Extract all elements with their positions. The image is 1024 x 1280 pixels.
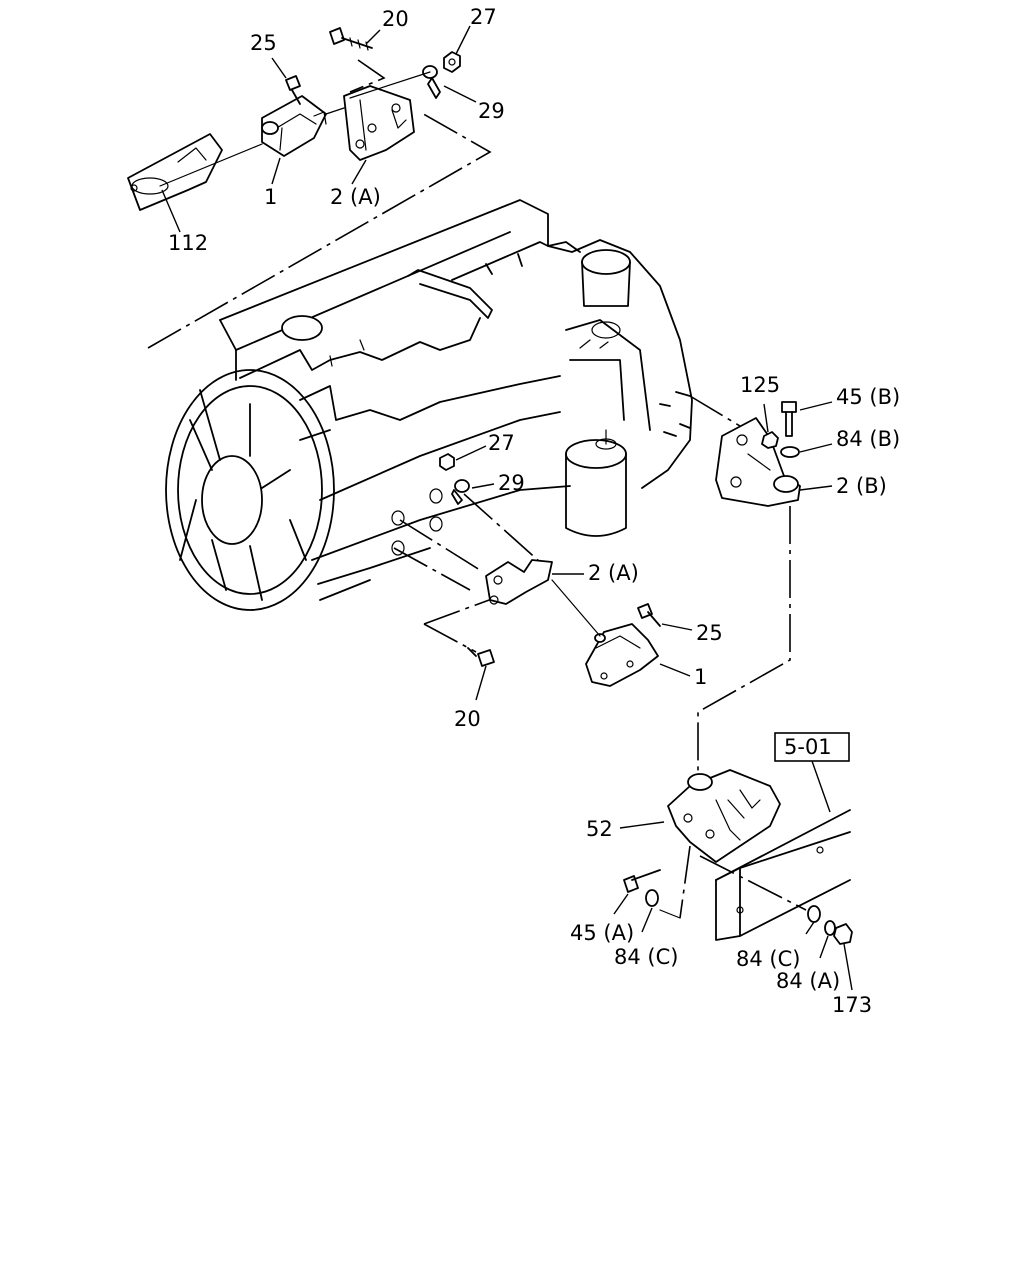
bolt-25-top [285, 75, 301, 105]
mount-axis-line-d [423, 595, 501, 653]
label-52: 52 [586, 817, 613, 841]
rear-mount-2b-group [689, 395, 801, 780]
label-1-top: 1 [264, 185, 277, 209]
label-27-top: 27 [470, 5, 497, 29]
engine-illustration [165, 199, 693, 611]
label-84a: 84 (A) [776, 969, 840, 993]
nut-27-mid [439, 453, 455, 471]
label-20-mid: 20 [454, 707, 481, 731]
label-29-mid: 29 [498, 471, 525, 495]
label-2a-mid: 2 (A) [588, 561, 639, 585]
label-84b: 84 (B) [836, 427, 900, 451]
bracket-2a-top [343, 85, 415, 161]
ref-box-5-01 [774, 732, 850, 762]
bolt-20-top-axis [349, 59, 386, 93]
clip-29-mid [451, 479, 470, 505]
label-2a-top: 2 (A) [330, 185, 381, 209]
housing-bolts [659, 391, 691, 437]
label-125: 125 [740, 373, 780, 397]
nut-27-top [443, 51, 461, 73]
mount-axis-line-c [463, 493, 541, 563]
label-27-mid: 27 [488, 431, 515, 455]
washer-84c-left [645, 889, 659, 907]
frame-bracket-112 [127, 133, 223, 211]
label-2b: 2 (B) [836, 474, 887, 498]
front-mount-detail-group [127, 27, 492, 349]
bolt-20-top [329, 27, 373, 51]
rear-mount-to-chassis-line [697, 506, 791, 780]
label-25-top: 25 [250, 31, 277, 55]
label-84c-right: 84 (C) [736, 947, 800, 971]
label-173: 173 [832, 993, 872, 1017]
label-20-top: 20 [382, 7, 409, 31]
bolt-45a [623, 869, 661, 893]
nut-173 [833, 923, 853, 945]
frame-rail [715, 809, 851, 941]
bracket-2a-mid [485, 559, 553, 605]
label-5-01: 5-01 [784, 735, 832, 759]
front-mount-boundary-line [147, 111, 492, 349]
label-25-mid: 25 [696, 621, 723, 645]
label-45b: 45 (B) [836, 385, 900, 409]
rear-mount-axis-line [689, 395, 741, 427]
label-84c-left: 84 (C) [614, 945, 678, 969]
bolt-45b [781, 401, 797, 437]
label-112: 112 [168, 231, 208, 255]
mount-axis-line-b [393, 547, 471, 591]
nut-125 [761, 431, 779, 449]
bolt-20-mid [467, 647, 495, 667]
part-labels: 20 27 25 29 1 2 (A) 112 125 45 (B) 84 (B… [168, 5, 900, 1017]
clip-29-top [422, 65, 441, 99]
mount-bolt-axis-left [679, 845, 691, 919]
mount-axis-line-a [399, 519, 481, 571]
bolt-25-mid [637, 603, 661, 627]
insulator-1-mid [585, 623, 659, 687]
label-1-mid: 1 [694, 665, 707, 689]
chassis-mount-group [623, 732, 853, 945]
label-leaders [161, 25, 853, 991]
mount-bolt-axis-right [699, 855, 807, 911]
front-mount-installed-group [393, 453, 661, 687]
washer-84a [824, 920, 836, 936]
cooling-fan [165, 369, 335, 611]
mount-bracket-52 [667, 769, 781, 863]
label-45a: 45 (A) [570, 921, 634, 945]
label-29-top: 29 [478, 99, 505, 123]
insulator-1-top [261, 95, 327, 157]
washer-84b [780, 446, 800, 458]
bracket-2b [715, 417, 801, 507]
washer-84c-right [807, 905, 821, 923]
